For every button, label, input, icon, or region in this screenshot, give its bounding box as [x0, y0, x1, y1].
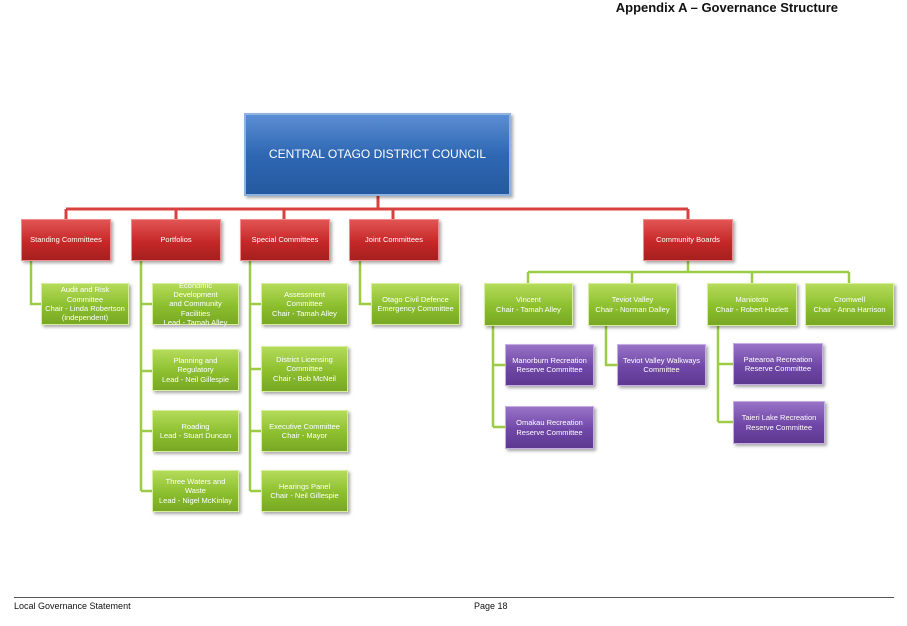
patearoa-reserve-box: Patearoa Recreation Reserve Committee	[733, 343, 823, 385]
licensing-line1: District Licensing	[276, 354, 333, 364]
audit-risk-note: (independent)	[61, 313, 109, 323]
council-box: CENTRAL OTAGO DISTRICT COUNCIL	[244, 113, 511, 196]
roading-name: Roading	[181, 421, 210, 431]
vincent-chair: Chair - Tamah Alley	[496, 304, 561, 314]
planning-name: Planning and Regulatory	[173, 355, 218, 375]
footer-divider	[14, 597, 894, 598]
executive-committee-box: Executive Committee Chair - Mayor	[261, 410, 348, 452]
waters-lead: Lead - Nigel McKinlay	[159, 495, 232, 505]
walkways-line2: Committee	[643, 365, 680, 374]
assessment-chair: Chair - Tamah Alley	[272, 308, 337, 318]
audit-risk-committee-box: Audit and Risk Committee Chair - Linda R…	[41, 283, 129, 325]
hearings-chair: Chair - Neil Gillespie	[270, 491, 339, 500]
civil-line1: Otago Civil Defence	[382, 294, 449, 304]
assessment-committee-box: Assessment Committee Chair - Tamah Alley	[261, 283, 348, 325]
planning-lead: Lead - Neil Gillespie	[161, 374, 230, 384]
three-waters-box: Three Waters and Waste Lead - Nigel McKi…	[152, 470, 239, 512]
taieri-line1: Taieri Lake Recreation	[741, 413, 817, 423]
cromwell-name: Cromwell	[833, 295, 866, 305]
district-licensing-box: District Licensing Committee Chair - Bob…	[261, 346, 348, 392]
footer-page-number: Page 18	[474, 601, 508, 611]
planning-regulatory-box: Planning and Regulatory Lead - Neil Gill…	[152, 349, 239, 391]
standing-committees-box: Standing Committees	[21, 219, 111, 261]
board-teviot-box: Teviot Valley Chair - Norman Dalley	[588, 283, 677, 326]
teviot-name: Teviot Valley	[611, 295, 654, 305]
footer-document-title: Local Governance Statement	[14, 601, 131, 611]
community-boards-label: Community Boards	[656, 235, 720, 245]
standing-committees-label: Standing Committees	[30, 235, 102, 245]
manorburn-line2: Reserve Committee	[516, 365, 583, 374]
joint-committees-box: Joint Committees	[349, 219, 439, 261]
special-committees-label: Special Committees	[251, 235, 319, 245]
board-vincent-box: Vincent Chair - Tamah Alley	[484, 283, 573, 326]
maniototo-chair: Chair - Robert Hazlett	[715, 304, 789, 314]
maniototo-name: Maniototo	[735, 295, 769, 305]
omakau-line1: Omakau Recreation	[516, 418, 583, 428]
econ-line1: Economic Development	[173, 280, 218, 299]
omakau-line2: Reserve Committee	[516, 427, 583, 437]
council-name: CENTRAL OTAGO DISTRICT COUNCIL	[268, 147, 487, 161]
roading-lead: Lead - Stuart Duncan	[159, 431, 232, 440]
licensing-line2: Committee	[286, 364, 323, 374]
licensing-chair: Chair - Bob McNeil	[273, 373, 336, 383]
community-boards-box: Community Boards	[643, 219, 733, 261]
economic-development-box: Economic Development and Community Facil…	[152, 280, 239, 328]
cromwell-chair: Chair - Anna Harrison	[813, 304, 886, 314]
civil-defence-box: Otago Civil Defence Emergency Committee	[371, 283, 460, 325]
roading-box: Roading Lead - Stuart Duncan	[152, 410, 239, 452]
executive-chair: Chair - Mayor	[281, 431, 328, 440]
vincent-name: Vincent	[516, 295, 541, 305]
board-cromwell-box: Cromwell Chair - Anna Harrison	[805, 283, 894, 326]
taieri-lake-reserve-box: Taieri Lake Recreation Reserve Committee	[733, 401, 825, 444]
manorburn-line1: Manorburn Recreation	[512, 355, 587, 365]
executive-name: Executive Committee	[269, 421, 340, 431]
taieri-line2: Reserve Committee	[745, 422, 813, 432]
portfolios-label: Portfolios	[160, 235, 192, 245]
joint-committees-label: Joint Committees	[365, 235, 423, 245]
audit-risk-chair: Chair - Linda Robertson	[45, 304, 125, 313]
special-committees-box: Special Committees	[240, 219, 330, 261]
econ-line2: and Community Facilities	[169, 299, 222, 318]
hearings-name: Hearings Panel	[278, 481, 331, 491]
walkways-line1: Teviot Valley Walkways	[622, 355, 701, 365]
patearoa-line1: Patearoa Recreation	[743, 354, 813, 364]
manorburn-reserve-box: Manorburn Recreation Reserve Committee	[505, 344, 594, 386]
hearings-panel-box: Hearings Panel Chair - Neil Gillespie	[261, 470, 348, 512]
board-maniototo-box: Maniototo Chair - Robert Hazlett	[707, 283, 797, 326]
waters-name: Three Waters and Waste	[165, 476, 226, 496]
civil-line2: Emergency Committee	[377, 304, 454, 313]
appendix-title: Appendix A – Governance Structure	[615, 0, 838, 15]
teviot-walkways-box: Teviot Valley Walkways Committee	[617, 344, 706, 386]
teviot-chair: Chair - Norman Dalley	[595, 304, 670, 314]
portfolios-box: Portfolios	[131, 219, 221, 261]
econ-lead: Lead - Tamah Alley	[163, 318, 228, 328]
assessment-name: Assessment Committee	[284, 289, 325, 309]
omakau-reserve-box: Omakau Recreation Reserve Committee	[505, 406, 594, 449]
audit-risk-name: Audit and Risk Committee	[60, 285, 110, 304]
patearoa-line2: Reserve Committee	[744, 364, 812, 373]
